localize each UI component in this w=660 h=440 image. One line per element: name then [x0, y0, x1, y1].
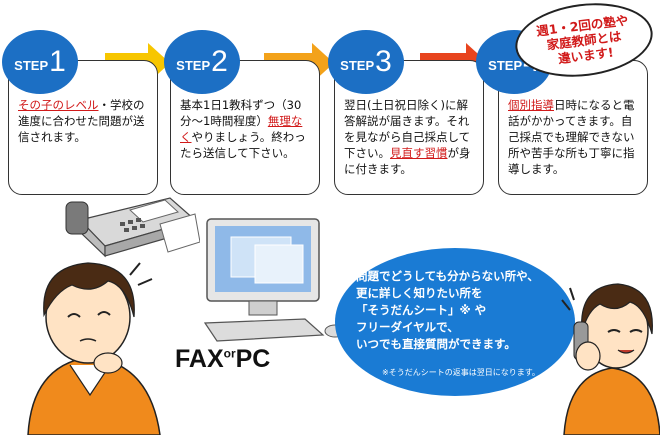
step-2-word: STEP — [176, 57, 211, 73]
step-3-red-1: 見直す習慣 — [390, 146, 448, 160]
fax-or-pc-label: FAXorPC — [175, 345, 270, 374]
bubble-line-4: フリーダイヤルで、 — [356, 320, 459, 334]
step-1-red-1: その子のレベル — [18, 98, 99, 112]
step-4-red-1: 個別指導 — [508, 98, 554, 112]
step-2-red-1: 無理なく — [180, 114, 303, 144]
step-3-text-1: 翌日(土日祝日除く)に解答解説が届きます。それを見ながら自己採点して下さい。 — [344, 98, 471, 160]
step-1-word: STEP — [14, 57, 49, 73]
bubble-line-5: いつでも直接質問ができます。 — [356, 337, 516, 351]
step-1-text-1: ・学校の進度に合わせた問題が送信されます。 — [18, 98, 145, 144]
question-bubble-text: 問題でどうしても分からない所や、 更に詳しく知りたい所を 「そうだんシート」※ … — [356, 268, 566, 353]
computer-icon — [203, 218, 346, 342]
step-4-word: STEP — [488, 57, 523, 73]
step-3-word: STEP — [340, 57, 375, 73]
step-4-text-1: 日時になると電話がかかってきます。自己採点でも理解できない所や苦手な所も丁寧に指… — [508, 98, 635, 176]
label-pc: PC — [235, 345, 271, 373]
step-1-number: 1 — [49, 45, 66, 78]
step-2-number: 2 — [211, 45, 228, 78]
question-bubble — [335, 248, 575, 396]
phone-student-icon — [561, 283, 660, 435]
bubble-line-2: 更に詳しく知りたい所を — [356, 286, 483, 300]
step-2-text-1: 基本1日1教科ずつ（30分〜1時間程度） — [180, 98, 302, 128]
label-fax: FAX — [175, 345, 224, 373]
label-or: or — [223, 346, 236, 361]
step-2-text-2: やりましょう。終わったら送信して下さい。 — [180, 130, 306, 160]
bubble-line-3: 「そうだんシート」※ や — [356, 303, 487, 317]
step-3-text-2: が身に付きます。 — [344, 146, 471, 176]
bubble-footnote: ※そうだんシートの返事は翌日になります。 — [382, 368, 540, 377]
thinking-student-icon — [27, 262, 161, 435]
fax-machine-icon — [65, 197, 200, 258]
bubble-line-1: 問題でどうしても分からない所や、 — [356, 269, 539, 283]
step-4-box: 個別指導日時になると電話がかかってきます。自己採点でも理解できない所や苦手な所も… — [498, 60, 648, 195]
step-3-number: 3 — [375, 45, 392, 78]
step-3-box: 翌日(土日祝日除く)に解答解説が届きます。それを見ながら自己採点して下さい。見直… — [334, 60, 484, 195]
